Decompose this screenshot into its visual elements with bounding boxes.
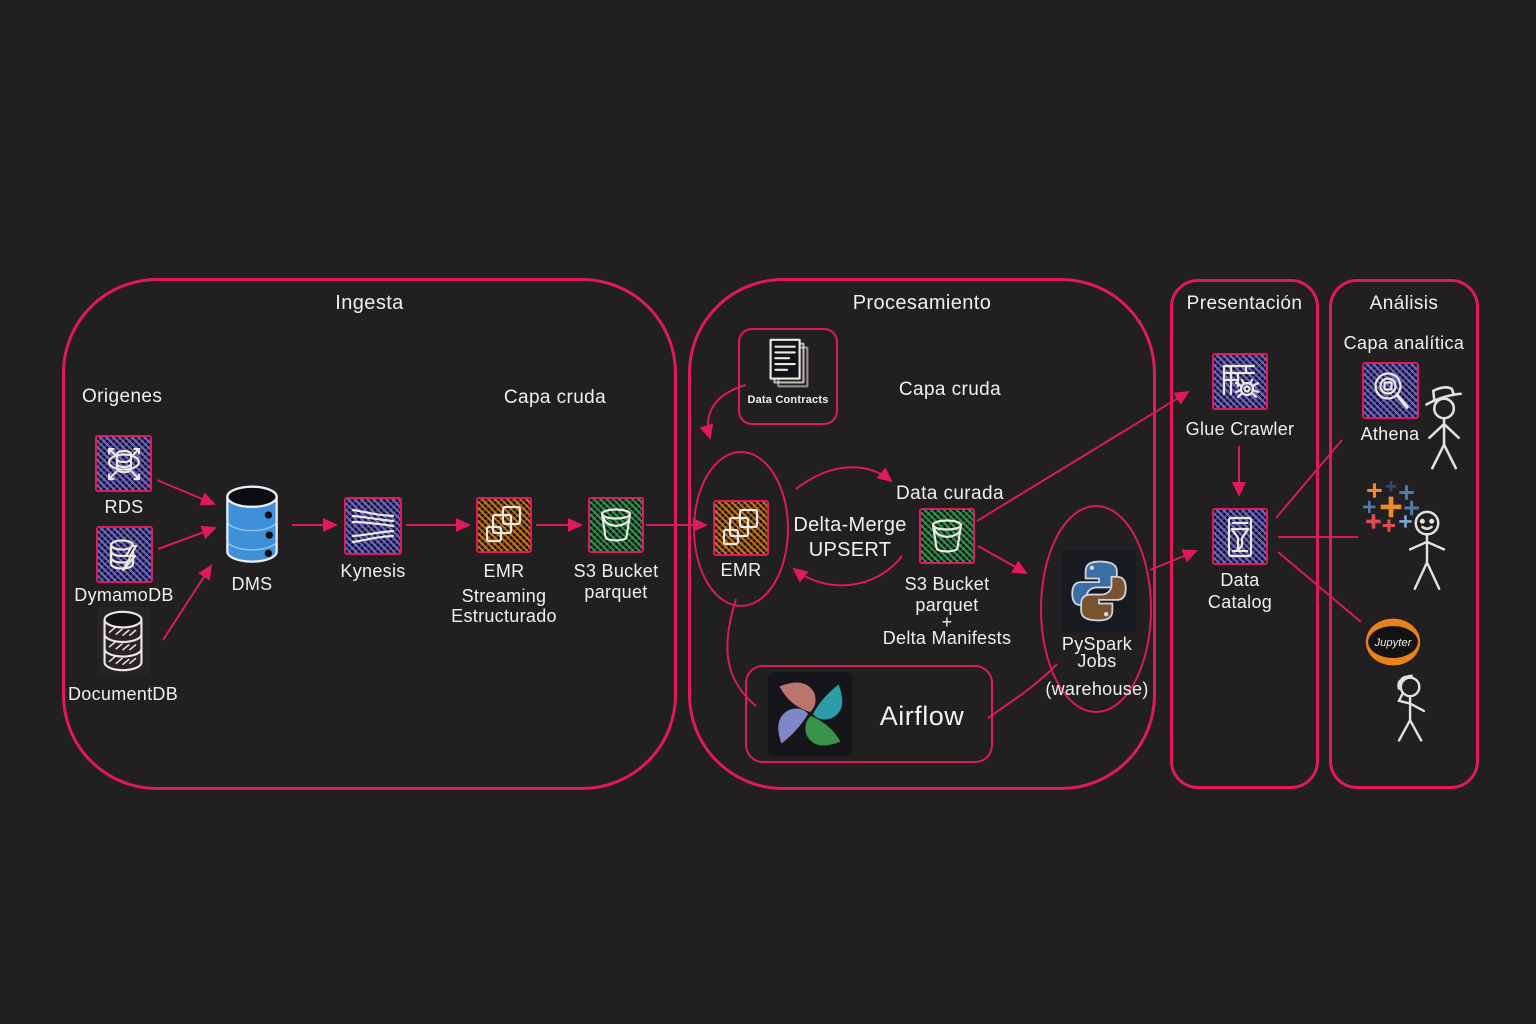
jupyter-icon: Jupyter [1363,614,1423,670]
athena-label: Athena [1360,424,1420,444]
pyspark-label-3: (warehouse) [1045,679,1149,699]
s3-curated-label-4: Delta Manifests [882,628,1012,648]
data-contracts-box: Data Contracts [738,328,838,425]
analyst-smiley-figure-icon [1404,510,1450,600]
s3-raw-label-1: S3 Bucket [573,561,659,581]
pyspark-label-2: Jobs [1077,651,1117,671]
kynesis-icon [344,497,402,555]
airflow-label: Airflow [879,701,965,731]
presentacion-title: Presentación [1186,293,1303,314]
s3-raw-label-2: parquet [584,582,648,602]
delta-merge-label-1: Delta-Merge [793,514,907,536]
emr-streaming-sub1: Streaming [461,586,547,606]
glue-crawler-icon [1212,353,1268,410]
analyst-thinker-figure-icon [1387,672,1435,748]
emr-proc-icon [713,500,769,556]
analisis-title: Análisis [1369,293,1439,314]
dymamodb-label: DymamoDB [74,585,174,605]
data-contracts-label: Data Contracts [747,394,829,406]
analisis-container [1329,279,1479,789]
data-catalog-icon [1212,508,1268,565]
origins-heading: Origenes [82,386,163,407]
s3-bucket-raw-icon [588,497,644,553]
presentacion-container [1170,279,1319,789]
s3-curated-label-2: parquet [915,595,979,615]
s3-curated-label-3: + [941,612,953,632]
glue-crawler-label: Glue Crawler [1185,419,1295,439]
kynesis-label: Kynesis [340,561,406,581]
jupyter-logo-text: Jupyter [1374,637,1413,649]
s3-curated-label-1: S3 Bucket [904,574,990,594]
emr-streaming-icon [476,497,532,553]
dymamodb-icon [96,526,153,583]
ingesta-layer-heading: Capa cruda [503,387,607,408]
procesamiento-title: Procesamiento [852,292,992,314]
analyst-hat-figure-icon [1420,384,1472,474]
ingesta-title: Ingesta [335,292,404,314]
pyspark-icon [1062,550,1136,632]
capa-analitica-heading: Capa analítica [1343,333,1465,353]
procesamiento-container [688,278,1156,790]
tableau-icon [1360,478,1422,538]
data-catalog-label-2: Catalog [1207,592,1273,612]
data-curada-heading: Data curada [896,483,1004,504]
dms-icon [219,484,285,568]
airflow-icon [768,672,852,756]
s3-bucket-curated-icon [919,508,975,564]
data-catalog-label-1: Data [1220,570,1260,590]
athena-icon [1362,362,1419,419]
dms-label: DMS [231,574,273,594]
rds-label: RDS [104,497,144,517]
rds-icon [95,435,152,492]
emr-proc-label: EMR [720,560,762,580]
delta-merge-label-2: UPSERT [808,539,892,561]
documentdb-icon [97,607,149,675]
ingesta-container [62,278,677,790]
data-contracts-icon [769,338,809,388]
emr-streaming-label: EMR [483,561,525,581]
documentdb-label: DocumentDB [67,684,179,704]
procesamiento-layer-heading: Capa cruda [898,379,1002,400]
emr-streaming-sub2: Estructurado [451,606,557,626]
